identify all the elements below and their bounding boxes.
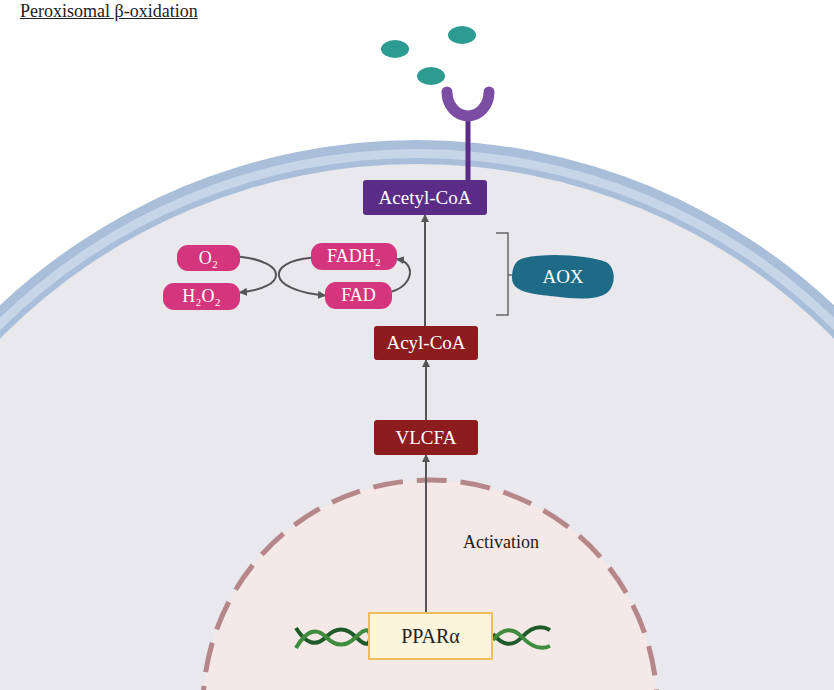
- pathway-arrow: [425, 360, 427, 420]
- cofactor-pill: H₂O₂: [163, 283, 240, 310]
- ligand-molecule: [448, 26, 476, 44]
- membrane-inner: [0, 158, 834, 690]
- dna-strand: [493, 630, 550, 648]
- node-label: Acetyl-CoA: [379, 187, 472, 209]
- node-label: H₂O₂: [182, 286, 221, 307]
- metabolite-box: Acetyl-CoA: [363, 180, 487, 215]
- receptor-stem: [466, 118, 471, 181]
- pathway-arrow: [425, 455, 427, 612]
- node-label: VLCFA: [396, 427, 457, 449]
- ligand-molecule: [417, 67, 445, 85]
- node-label: FAD: [341, 285, 376, 306]
- pathway-arrow: [240, 257, 276, 293]
- node-label: AOX: [542, 266, 583, 288]
- dna-strand: [296, 630, 370, 648]
- edge-label: Activation: [463, 532, 539, 553]
- pathway-arrow: [424, 215, 426, 326]
- gene-box: PPARα: [368, 612, 493, 660]
- metabolite-box: Acyl-CoA: [374, 326, 478, 360]
- node-label: PPARα: [401, 625, 460, 648]
- node-label: Acyl-CoA: [386, 332, 465, 354]
- membrane-stripe: [0, 149, 834, 690]
- membrane-outer: [0, 140, 834, 690]
- organelle-lumen: [0, 164, 834, 690]
- node-label: FADH₂: [327, 246, 381, 267]
- receptor-cup: [447, 92, 489, 116]
- enzyme-blob: AOX: [510, 254, 616, 300]
- cofactor-pill: FAD: [325, 282, 392, 309]
- node-label: O₂: [199, 248, 218, 269]
- cofactor-pill: FADH₂: [311, 243, 397, 270]
- diagram-title: Peroxisomal β-oxidation: [20, 1, 198, 22]
- ligand-molecule: [381, 40, 409, 58]
- bracket: [496, 233, 508, 315]
- metabolite-box: VLCFA: [374, 420, 478, 455]
- nucleus: [203, 480, 657, 690]
- cofactor-pill: O₂: [177, 245, 240, 271]
